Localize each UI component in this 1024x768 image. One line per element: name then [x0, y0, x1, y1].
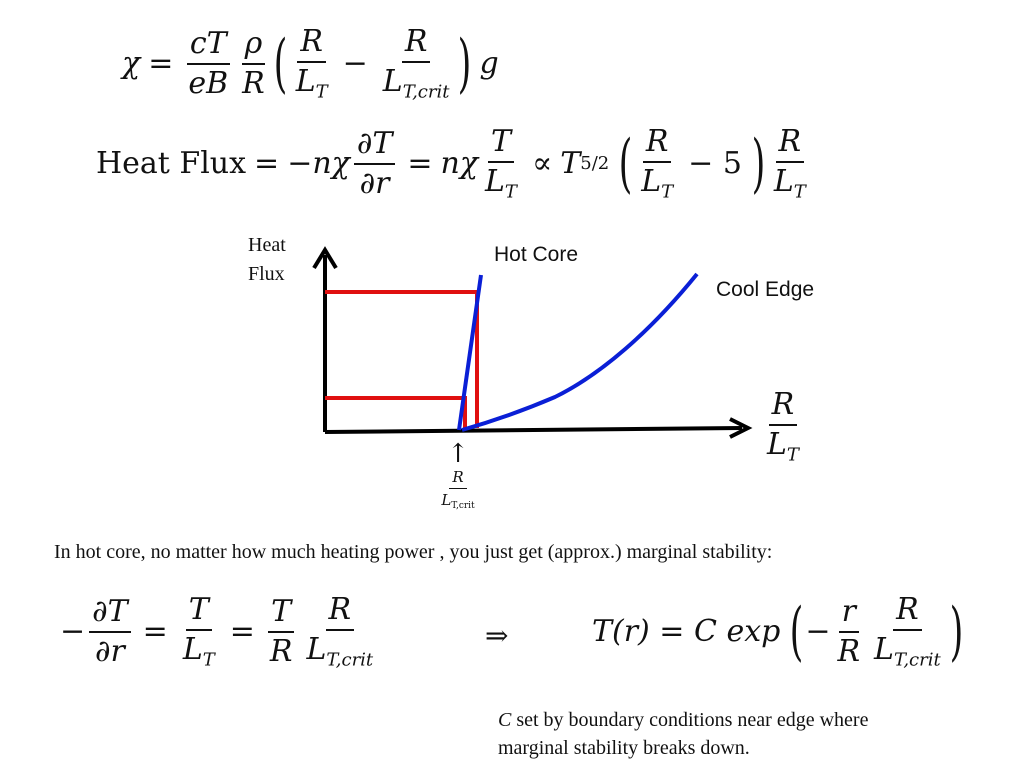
equation-chi: χ = cT eB ρ R ( R LT − R LT,crit ) g: [122, 22, 499, 106]
heat-flux-label: Heat Flux: [96, 146, 247, 181]
critical-gradient-marker: ↑ R LT,crit: [426, 440, 490, 511]
description-sentence: In hot core, no matter how much heating …: [54, 541, 773, 563]
fraction-rho-R: ρ R: [241, 26, 266, 101]
equation-temperature-profile: T(r) = C exp ( − r R R LT,crit ): [592, 591, 964, 671]
minus-sign: −: [342, 46, 368, 81]
red-box-large: [325, 290, 479, 428]
equals-sign: =: [148, 46, 174, 81]
red-box-small: [325, 396, 467, 430]
cool-edge-label: Cool Edge: [716, 278, 815, 301]
equation-marginal-stability: − ∂T ∂r = T LT = T R R LT,crit: [60, 591, 374, 671]
fraction-T-LT: T LT: [485, 123, 517, 203]
fraction-cT-eB: cT eB: [186, 26, 230, 101]
cool-edge-curve: [461, 272, 699, 432]
up-arrow-icon: ↑: [447, 439, 469, 469]
x-axis-label: R LT: [767, 387, 799, 466]
left-paren: (: [273, 27, 288, 101]
y-axis-arrowhead: [312, 246, 338, 270]
y-axis-label: Heat Flux: [248, 234, 286, 285]
hot-core-curve: [457, 274, 483, 431]
fraction-dT-dr: ∂T ∂r: [353, 129, 396, 199]
boundary-note: C set by boundary conditions near edge w…: [498, 709, 869, 759]
fraction-R-LT: R LT: [295, 23, 328, 103]
hot-core-label: Hot Core: [494, 243, 579, 266]
implies-arrow: ⇒: [485, 619, 509, 652]
g-symbol: g: [479, 46, 499, 81]
chi-symbol: χ: [122, 46, 141, 81]
right-paren: ): [458, 27, 472, 101]
fraction-R-LTcrit: R LT,crit: [382, 23, 450, 103]
x-axis: [324, 426, 743, 434]
x-axis-arrowhead: [729, 417, 753, 439]
